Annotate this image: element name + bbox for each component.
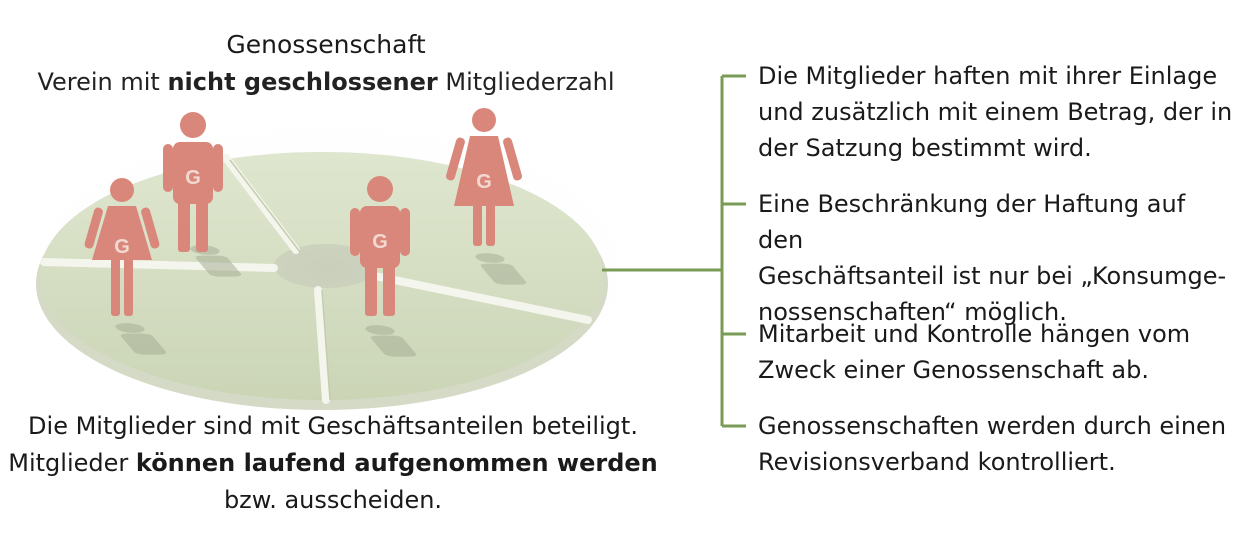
caption-line-1: Die Mitglieder sind mit Geschäftsanteile… <box>28 412 638 440</box>
figure-shadows <box>115 245 527 357</box>
caption-line-2-pre: Mitglieder <box>8 449 136 477</box>
subtitle-bold: nicht geschlossener <box>167 68 438 96</box>
point-liability-limit: Eine Beschränkung der Haftung auf den Ge… <box>758 186 1236 330</box>
member-figure-female-right: G <box>446 108 522 246</box>
point-line: Genossenschaften werden durch einen <box>758 412 1227 440</box>
caption-line-2: Mitglieder können laufend aufgenommen we… <box>0 445 666 482</box>
point-line: Zweck einer Genossenschaft ab. <box>758 356 1149 384</box>
point-line: Mitarbeit und Kontrolle hängen vom <box>758 320 1191 348</box>
diagram-subtitle: Verein mit nicht geschlossener Mitgliede… <box>0 68 652 96</box>
member-badge: G <box>114 236 130 258</box>
point-cooperation-control: Mitarbeit und Kontrolle hängen vom Zweck… <box>758 316 1190 388</box>
member-badge: G <box>476 171 492 193</box>
bottom-caption: Die Mitglieder sind mit Geschäftsanteile… <box>0 408 666 519</box>
member-figure-female-left: G <box>84 178 160 316</box>
point-audit: Genossenschaften werden durch einen Revi… <box>758 408 1226 480</box>
point-line: nossenschaften“ möglich. <box>758 298 1067 326</box>
member-figure-male-left: G <box>163 112 223 252</box>
point-line: Geschäftsanteil ist nur bei „Konsumge- <box>758 262 1227 290</box>
point-line: Die Mitglieder haften mit ihrer Einlage <box>758 62 1218 90</box>
point-line: und zusätzlich mit einem Betrag, der in <box>758 98 1233 126</box>
point-line: Eine Beschränkung der Haftung auf den <box>758 190 1186 254</box>
member-figure-male-center: G <box>350 176 410 316</box>
point-liability: Die Mitglieder haften mit ihrer Einlage … <box>758 58 1232 166</box>
point-line: Revisionsverband kontrolliert. <box>758 448 1116 476</box>
point-line: der Satzung bestimmt wird. <box>758 134 1092 162</box>
bracket-connector <box>602 74 746 428</box>
diagram-title: Genossenschaft <box>226 30 426 59</box>
subtitle-post: Mitgliederzahl <box>437 68 615 96</box>
member-badge: G <box>372 231 388 253</box>
subtitle-pre: Verein mit <box>37 68 168 96</box>
member-badge: G <box>185 167 201 189</box>
caption-line-2-bold: können laufend aufgenommen werden <box>135 449 658 477</box>
caption-line-3: bzw. ausscheiden. <box>223 486 443 514</box>
